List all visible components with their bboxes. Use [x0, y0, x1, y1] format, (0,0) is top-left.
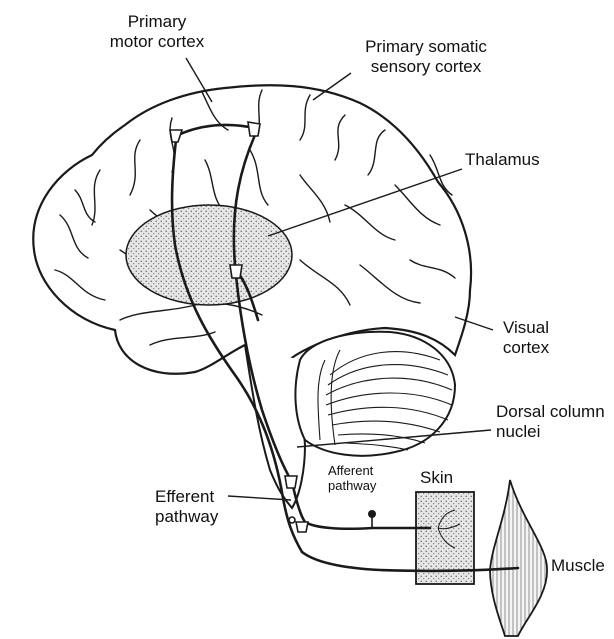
label-visual-cortex-line1: Visual — [492, 318, 560, 338]
label-afferent-pathway-line2: pathway — [328, 478, 376, 493]
label-primary-motor-cortex-line1: Primary — [96, 12, 218, 32]
label-efferent-pathway: Efferent pathway — [155, 487, 218, 527]
label-thalamus: Thalamus — [465, 150, 540, 170]
label-efferent-pathway-line1: Efferent — [155, 487, 218, 507]
label-dorsal-column-nuclei: Dorsal column nuclei — [496, 402, 605, 442]
receptor-dot — [368, 510, 376, 518]
label-dorsal-column-nuclei-line2: nuclei — [496, 422, 605, 442]
label-primary-motor-cortex: Primary motor cortex — [96, 12, 218, 52]
label-primary-motor-cortex-line2: motor cortex — [96, 32, 218, 52]
label-primary-somatic-sensory-cortex: Primary somatic sensory cortex — [346, 37, 506, 77]
label-efferent-pathway-line2: pathway — [155, 507, 218, 527]
muscle-body — [490, 480, 547, 636]
label-afferent-pathway-line1: Afferent — [328, 463, 376, 478]
label-primary-somatic-sensory-cortex-line2: sensory cortex — [346, 57, 506, 77]
label-dorsal-column-nuclei-line1: Dorsal column — [496, 402, 605, 422]
label-visual-cortex: Visual cortex — [492, 318, 560, 358]
label-skin: Skin — [420, 468, 453, 488]
cerebellum — [295, 332, 455, 456]
thalamus-region — [126, 205, 292, 305]
label-visual-cortex-line2: cortex — [492, 338, 560, 358]
label-afferent-pathway: Afferent pathway — [328, 463, 376, 493]
label-primary-somatic-sensory-cortex-line1: Primary somatic — [346, 37, 506, 57]
label-muscle: Muscle — [551, 556, 605, 576]
